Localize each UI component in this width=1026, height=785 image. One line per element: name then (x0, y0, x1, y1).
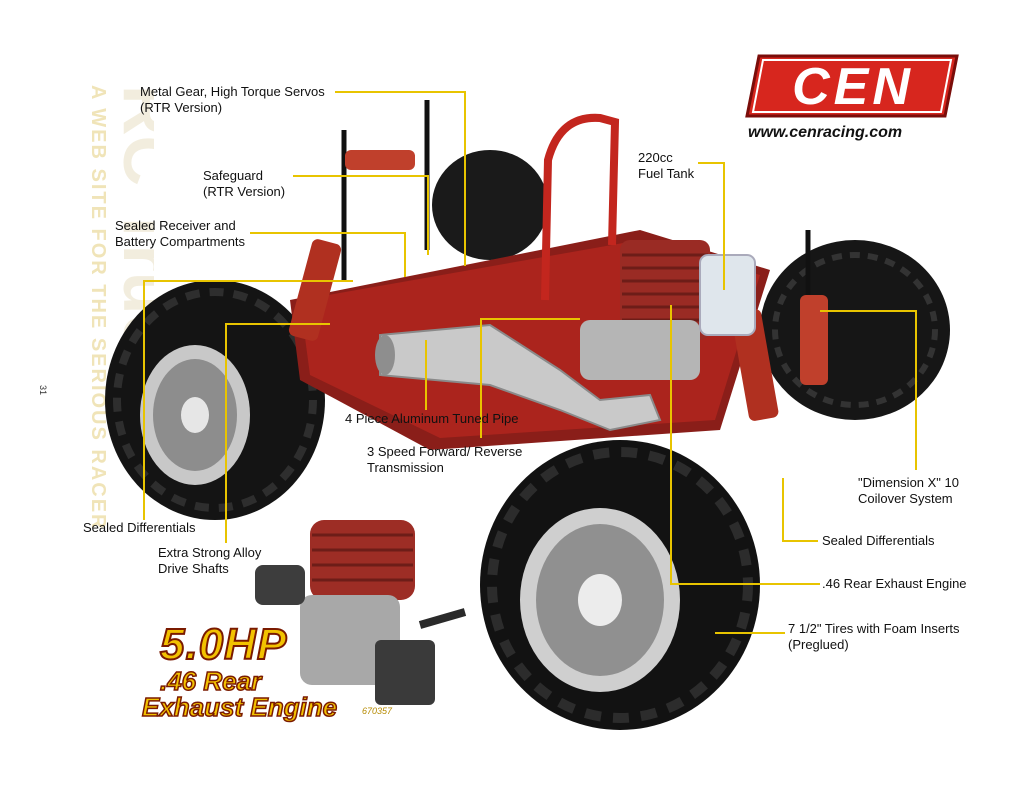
callout-servos-line1: Metal Gear, High Torque Servos (140, 84, 325, 99)
leader-fuel-v (723, 162, 725, 290)
logo-text: CEN (792, 58, 914, 116)
leader-coil-v (915, 310, 917, 470)
callout-servos: Metal Gear, High Torque Servos (RTR Vers… (140, 84, 325, 116)
leader-trans-h (480, 318, 580, 320)
promo-engine-image (255, 520, 467, 705)
leader-diffR-v (782, 478, 784, 540)
callout-safeguard-line2: (RTR Version) (203, 184, 286, 199)
callout-tires-line2: (Preglued) (788, 637, 849, 652)
callout-safeguard: Safeguard (RTR Version) (203, 168, 285, 200)
callout-shaft-line1: Extra Strong Alloy (158, 545, 262, 560)
callout-tuned-pipe: 4 Piece Aluminum Tuned Pipe (345, 411, 518, 427)
leader-diffR-h (782, 540, 818, 542)
callout-trans-line1: 3 Speed Forward/ Reverse (367, 444, 523, 459)
callout-engine-line1: .46 Rear Exhaust Engine (822, 576, 967, 591)
tire-rear-left (432, 150, 548, 260)
leader-pipe-v (425, 340, 427, 410)
leader-servos-v (464, 91, 466, 266)
callout-drive-shafts: Extra Strong Alloy Drive Shafts (158, 545, 261, 577)
callout-coil-line1: "Dimension X" 10 (858, 475, 959, 490)
leader-safeguard-h (293, 175, 428, 177)
callout-engine: .46 Rear Exhaust Engine (822, 576, 967, 592)
promo-engine-line2: Exhaust Engine (141, 691, 338, 723)
callout-tires: 7 1/2" Tires with Foam Inserts (Preglued… (788, 621, 960, 653)
callout-pipe-line1: 4 Piece Aluminum Tuned Pipe (345, 411, 519, 426)
leader-diffL-v (143, 280, 145, 520)
leader-diffL-h (143, 280, 353, 282)
callout-fuel-line2: Fuel Tank (638, 166, 695, 181)
shocks (288, 150, 828, 421)
fuel-tank (699, 254, 756, 336)
callout-shaft-line2: Drive Shafts (158, 561, 229, 576)
callout-diffR-line1: Sealed Differentials (822, 533, 935, 548)
cen-logo: CEN (745, 54, 959, 118)
leader-receiver-h (250, 232, 405, 234)
callout-receiver-line1: Sealed Receiver and (115, 218, 236, 233)
tire-front-right (480, 440, 760, 730)
leader-engine-h (670, 583, 820, 585)
leader-coil-h (820, 310, 916, 312)
callout-tires-line1: 7 1/2" Tires with Foam Inserts (788, 621, 960, 636)
leader-trans-v (480, 318, 482, 438)
promo-hp: 5.0HP (159, 619, 288, 670)
callout-diffL-line1: Sealed Differentials (83, 520, 196, 535)
callout-fuel-tank: 220cc Fuel Tank (638, 150, 694, 182)
promo-part-number: 670357 (362, 706, 393, 716)
roll-bar (541, 113, 620, 301)
tire-rear-right (760, 240, 950, 420)
promo-engine-line1: .46 Rear (159, 665, 262, 697)
tuned-pipe (375, 323, 662, 432)
callout-trans-line2: Transmission (367, 460, 444, 475)
leader-engine-v (670, 305, 672, 583)
leader-fuel-h (698, 162, 724, 164)
callout-transmission: 3 Speed Forward/ Reverse Transmission (367, 444, 522, 476)
callout-diff-right: Sealed Differentials (822, 533, 935, 549)
callout-diff-left: Sealed Differentials (83, 520, 196, 536)
leader-safeguard-v (427, 175, 429, 255)
watermark-tagline: A WEB SITE FOR THE SERIOUS RACER (87, 85, 109, 531)
callout-coilover: "Dimension X" 10 Coilover System (858, 475, 959, 507)
callout-servos-line2: (RTR Version) (140, 100, 223, 115)
callout-receiver: Sealed Receiver and Battery Compartments (115, 218, 245, 250)
callout-fuel-line1: 220cc (638, 150, 673, 165)
tire-front-left (105, 280, 325, 520)
leader-tires-h (715, 632, 785, 634)
callout-receiver-line2: Battery Compartments (115, 234, 246, 249)
leader-servos-h (335, 91, 465, 93)
brand-url: www.cenracing.com (748, 124, 903, 141)
leader-shaft-h (225, 323, 330, 325)
callout-coil-line2: Coilover System (858, 491, 953, 506)
leader-shaft-v (225, 323, 227, 543)
callout-safeguard-line1: Safeguard (203, 168, 263, 183)
leader-receiver-v (404, 232, 406, 277)
